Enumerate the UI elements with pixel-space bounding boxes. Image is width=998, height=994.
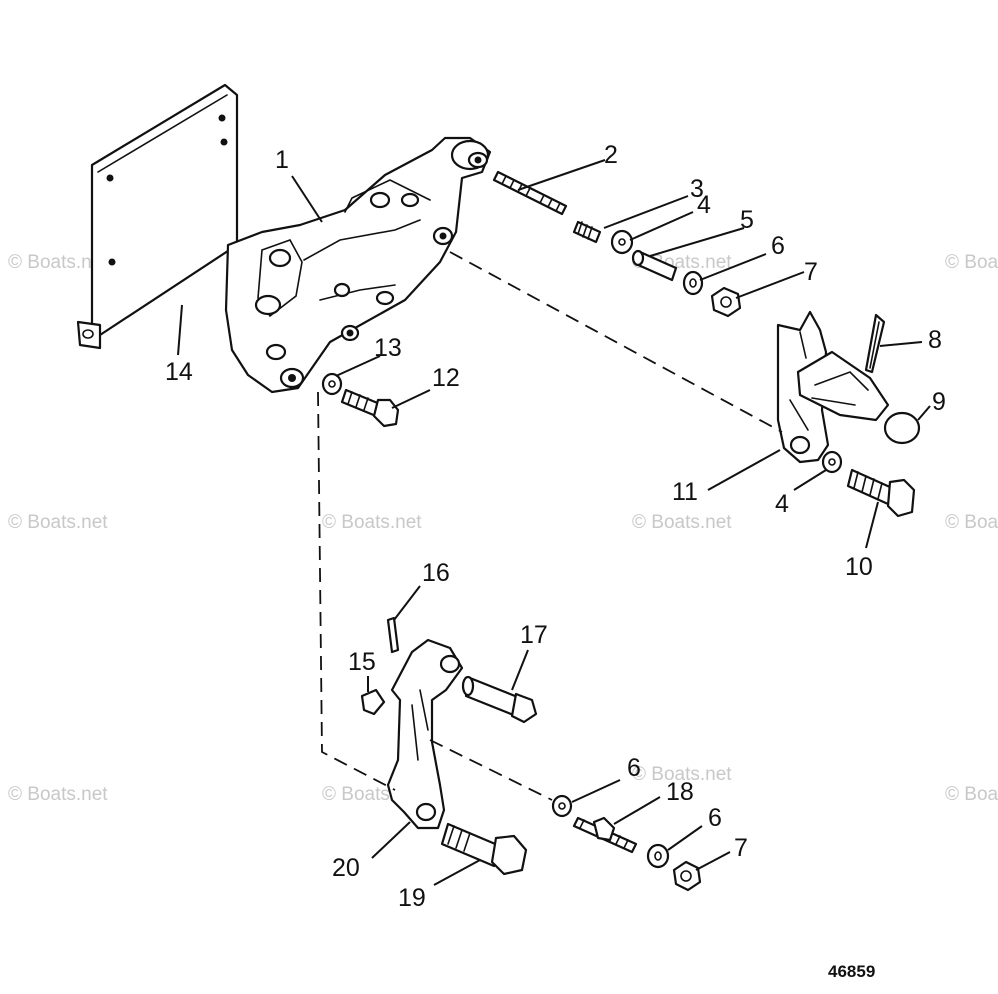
watermark: © Boats.net [322,512,422,533]
part-7-nut [710,286,742,318]
alignment-lines [317,251,783,801]
figure-number: 46859 [828,962,875,981]
part-13-washer [321,372,343,396]
callout-5: 5 [740,206,754,234]
part-14-plate [76,83,239,350]
part-6-washer-lower-2 [646,843,670,869]
callout-6-lower-2: 6 [708,804,722,832]
watermark: © Boats.net [632,764,732,785]
callout-15: 15 [348,648,376,676]
callout-4-lower: 4 [775,490,789,518]
callout-16: 16 [422,559,450,587]
callout-labels: 1 2 3 4 5 6 7 8 9 10 11 12 13 14 15 16 1… [165,141,946,912]
callout-18: 18 [666,778,694,806]
callout-4: 4 [697,191,711,219]
watermark-layer: © Boats.net © Boats.net © Boats.net © Bo… [8,252,998,805]
watermark: © Boats.net [945,784,998,805]
part-9-cap [883,411,921,445]
part-1-bracket [224,136,492,394]
callout-6: 6 [771,232,785,260]
callout-10: 10 [845,553,873,581]
part-11-lever [776,310,890,464]
callout-3: 3 [690,175,704,203]
callout-7-lower: 7 [734,834,748,862]
part-5-pin [631,249,678,282]
part-4-washer [610,229,634,255]
leader-lines [177,159,931,886]
callout-13: 13 [374,334,402,362]
part-7-nut-lower [672,860,702,892]
callout-11: 11 [672,478,698,506]
callout-20: 20 [332,854,360,882]
part-19-bolt [440,822,528,876]
callout-8: 8 [928,326,942,354]
callout-19: 19 [398,884,426,912]
callout-1: 1 [275,146,289,174]
callout-7: 7 [804,258,818,286]
callout-14: 14 [165,358,193,386]
part-12-bolt [340,388,400,428]
part-8-cotter-pin [864,313,886,374]
watermark: © Boats.net [632,512,732,533]
callout-17: 17 [520,621,548,649]
part-18-stud [572,816,638,854]
part-10-bolt [846,468,916,518]
watermark: © Boats.net [945,512,998,533]
watermark: © Boats.net [945,252,998,273]
callout-9: 9 [932,388,946,416]
callout-6-lower: 6 [627,754,641,782]
part-6-washer [682,270,704,296]
part-16-cotter-pin [386,616,400,654]
callout-2: 2 [604,141,618,169]
part-2-stud [492,170,568,216]
callout-12: 12 [432,364,460,392]
part-6-washer-lower [551,794,573,818]
watermark: © Boats.net [8,784,108,805]
watermark: © Boats.net [8,512,108,533]
part-20-link [386,638,464,830]
part-4-washer-lower [821,450,843,474]
part-3-spring [572,220,602,244]
watermark: © Boats.net [8,252,108,273]
part-17-pin [461,675,538,724]
part-15-clip [360,688,386,716]
